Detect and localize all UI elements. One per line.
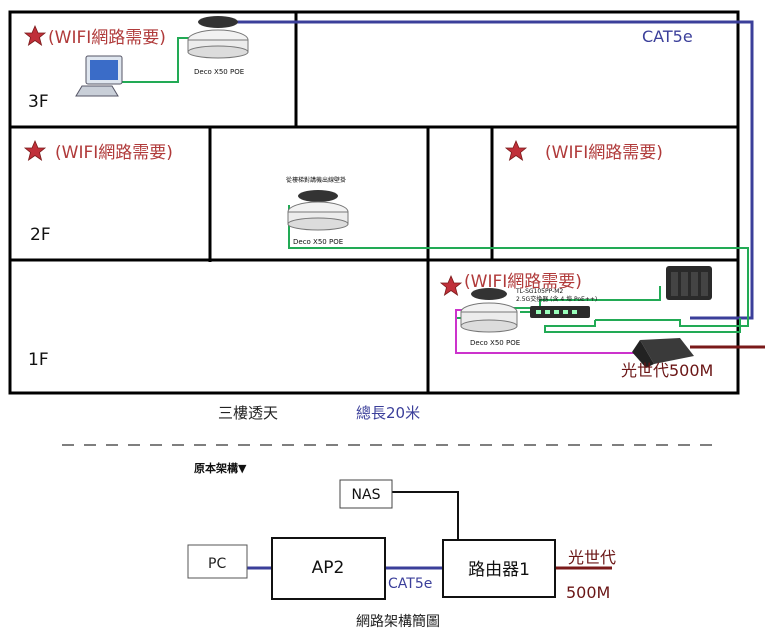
building-caption: 三樓透天 <box>218 404 278 422</box>
cat5e-trunk-3f <box>236 20 754 320</box>
deco-router-icon-2f <box>287 190 349 231</box>
deco-router-icon-1f <box>460 288 518 333</box>
node-pc: PC <box>187 544 248 579</box>
topology-links <box>247 491 612 570</box>
floor-label-2f: 2F <box>30 225 51 245</box>
deco-label-2f: Deco X50 POE <box>293 238 343 246</box>
pc-node-label: PC <box>208 556 226 572</box>
deco-2f-note: 從樓梯對講機出線壁掛 <box>286 176 346 184</box>
building-outline <box>8 10 740 395</box>
nas-node-label: NAS <box>352 487 381 503</box>
node-router: 路由器1 <box>442 539 556 598</box>
switch-icon <box>530 306 590 318</box>
wifi-note-2f-right: (WIFI網路需要) <box>545 143 663 163</box>
isp-modem-icon <box>632 338 694 368</box>
star-icon <box>504 139 528 161</box>
wifi-note-3f: (WIFI網路需要) <box>48 28 166 48</box>
wifi-note-2f-left: (WIFI網路需要) <box>55 143 173 163</box>
pc-icon <box>75 55 123 97</box>
lan-cable-2f <box>288 205 749 327</box>
original-architecture-subtitle: 原本架構▼ <box>194 461 247 475</box>
bottom-cable-label: CAT5e <box>388 576 432 592</box>
bottom-isp-line2: 500M <box>566 583 610 602</box>
lan-cable-switch <box>544 318 741 333</box>
bottom-isp-line1: 光世代 <box>568 548 616 567</box>
router-node-label: 路由器1 <box>468 560 530 580</box>
deco-router-icon-3f <box>187 16 249 59</box>
star-icons <box>23 24 528 296</box>
switch-model-label: TL-SG105PP-M2 <box>515 288 563 295</box>
ap2-node-label: AP2 <box>312 558 345 578</box>
cat5e-label: CAT5e <box>642 27 693 46</box>
isp-label: 光世代500M <box>621 361 713 380</box>
switch-desc-label: 2.5G交換器 (含 4 埠 PoE++) <box>516 295 597 303</box>
link-nas-router <box>392 491 459 540</box>
diagram-caption: 網路架構簡圖 <box>356 614 440 630</box>
building-walls <box>8 10 740 395</box>
star-icon <box>23 139 47 161</box>
wifi-note-1f: (WIFI網路需要) <box>464 272 582 292</box>
nas-icon <box>666 266 712 300</box>
total-length-label: 總長20米 <box>356 404 420 422</box>
node-nas: NAS <box>339 479 393 509</box>
star-icon <box>439 274 463 296</box>
floor-label-1f: 1F <box>28 350 49 370</box>
floor-label-3f: 3F <box>28 92 49 112</box>
deco-label-3f: Deco X50 POE <box>194 68 244 76</box>
star-icon <box>23 24 47 46</box>
node-ap2: AP2 <box>271 537 386 600</box>
deco-label-1f: Deco X50 POE <box>470 339 520 347</box>
